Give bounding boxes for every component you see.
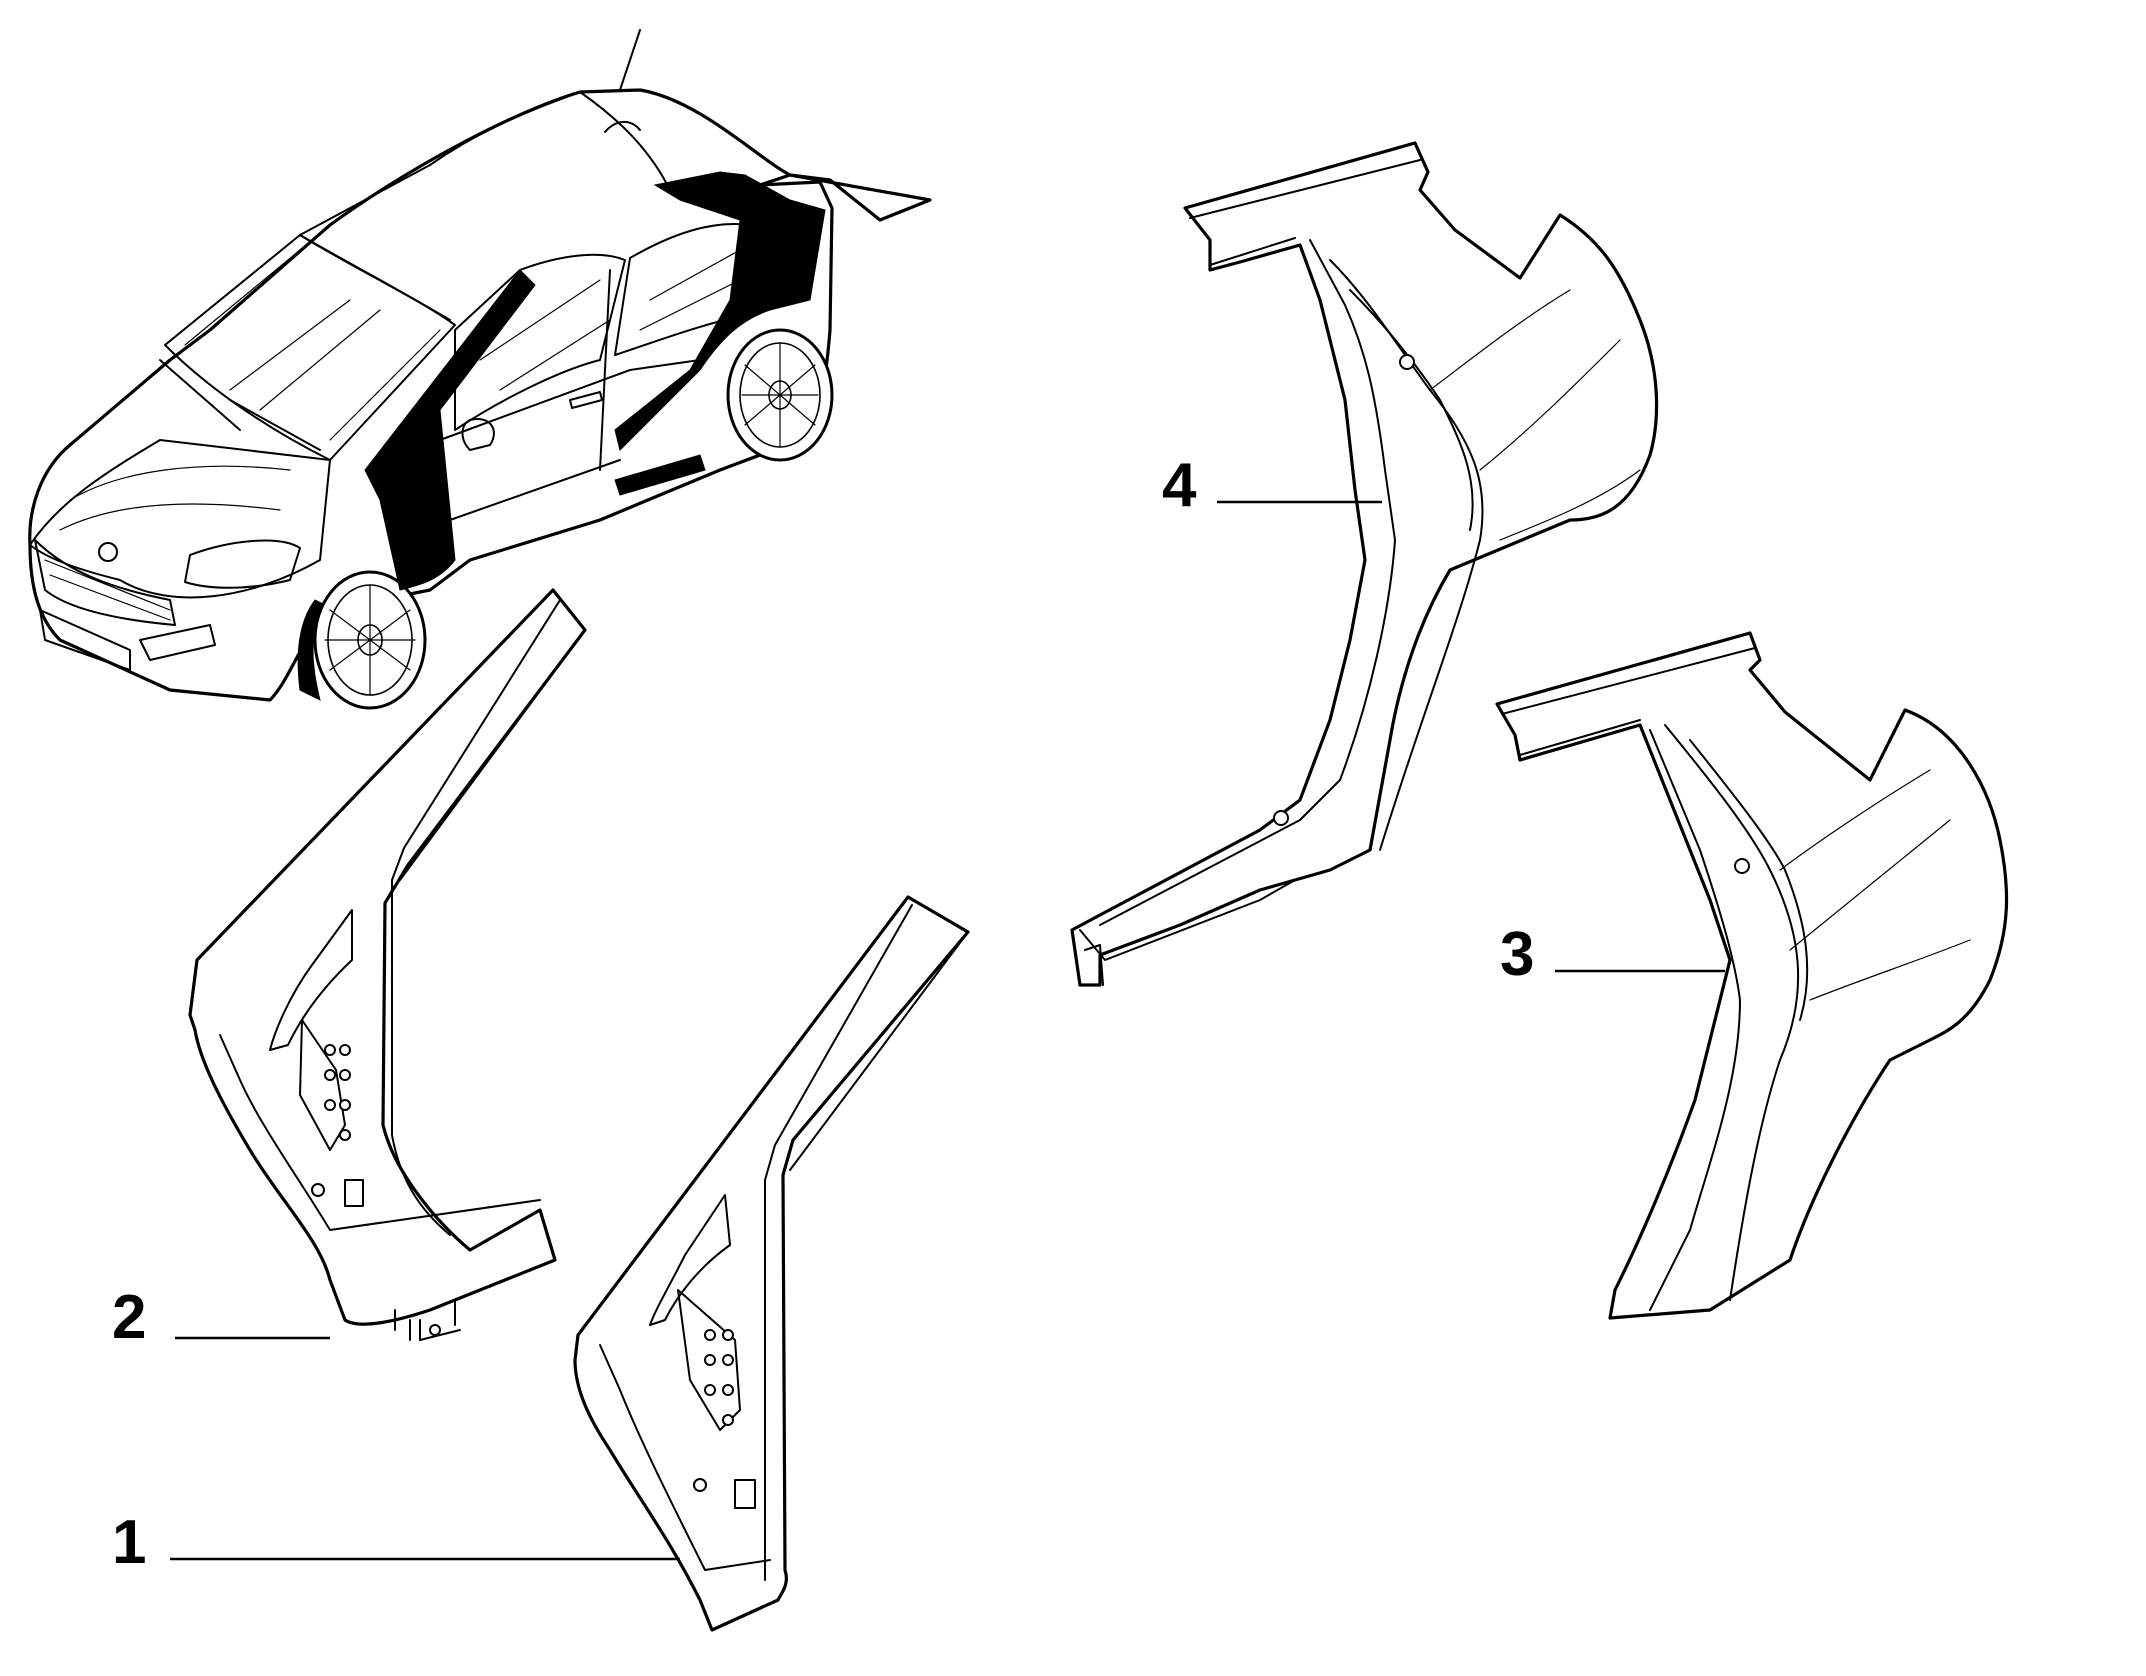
part-4-rear-quarter-panel-with-sill	[1070, 141, 1659, 987]
callout-2: 2	[112, 1283, 330, 1352]
part-3-rear-quarter-panel	[1495, 631, 2009, 1320]
callout-label-2: 2	[112, 1283, 146, 1352]
callout-label-1: 1	[112, 1508, 146, 1577]
car-overview-illustration	[28, 29, 932, 710]
callout-1: 1	[112, 1508, 680, 1577]
part-2-front-pillar-panel	[188, 588, 587, 1341]
callout-label-3: 3	[1500, 920, 1534, 989]
callout-4: 4	[1162, 451, 1382, 520]
callout-label-4: 4	[1162, 451, 1197, 520]
callout-3: 3	[1500, 920, 1725, 989]
part-1-front-pillar-panel	[573, 895, 970, 1632]
